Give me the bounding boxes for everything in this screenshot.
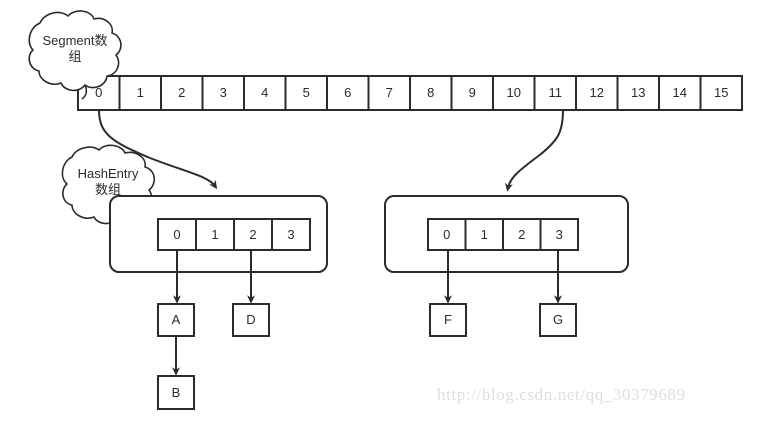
segment-array-callout-shape xyxy=(28,10,122,100)
segment-array-grid xyxy=(77,75,743,111)
hashentry-array-left-grid xyxy=(157,218,311,251)
arrow-segment11-to-right-box xyxy=(504,109,564,192)
node-b-shape xyxy=(157,375,195,410)
node-a-shape xyxy=(157,303,195,337)
node-d-shape xyxy=(232,303,270,337)
hashentry-array-right-grid xyxy=(427,218,579,251)
node-g-shape xyxy=(539,303,577,337)
watermark-text: http://blog.csdn.net/qq_30379689 xyxy=(437,385,686,404)
node-f-shape xyxy=(429,303,467,337)
arrow-segment0-to-left-box xyxy=(98,109,218,190)
